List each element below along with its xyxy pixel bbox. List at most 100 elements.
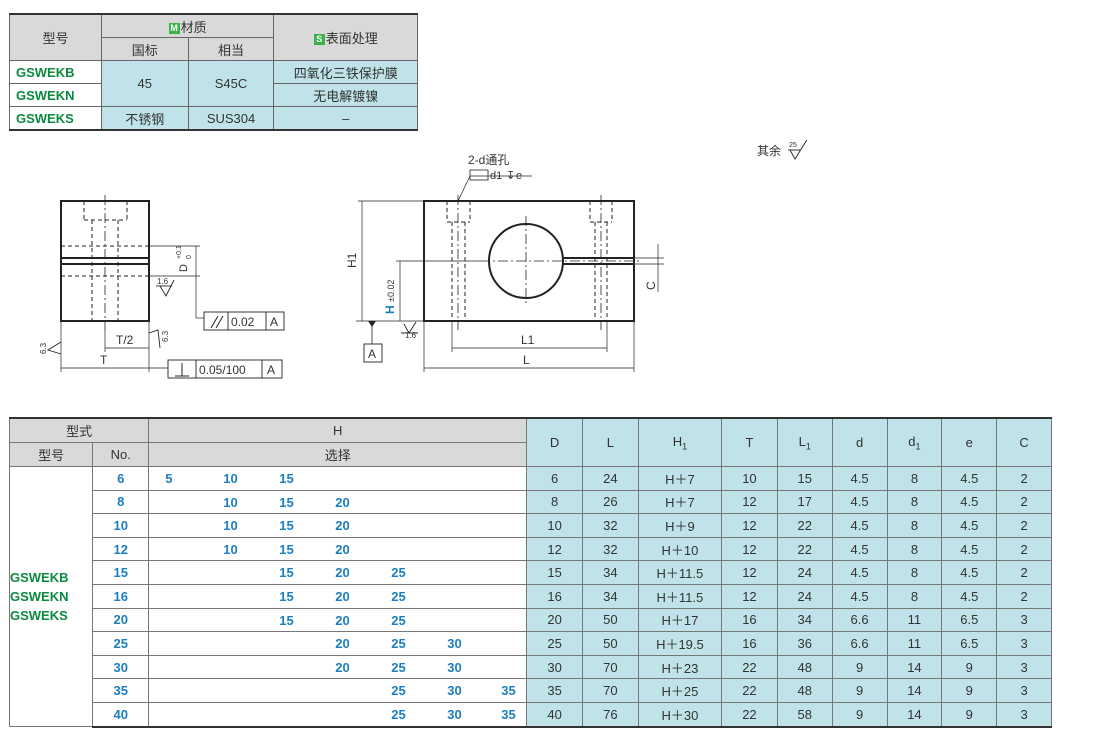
h-option: 20 (335, 659, 350, 675)
spec-h1: H＋17 (637, 607, 723, 633)
technical-drawing: 其余 25 (39, 140, 808, 379)
spec-no: 12 (92, 536, 150, 562)
spec-l1: 58 (776, 701, 833, 728)
spec-no: 16 (92, 583, 150, 609)
mat-row: GSWEKB 45 S45C 四氧化三铁保护膜 (9, 60, 418, 107)
spec-d: 8 (526, 489, 583, 515)
spec-d1: 14 (886, 701, 943, 728)
h-option: 15 (279, 471, 294, 486)
header-d: d (831, 417, 888, 467)
h-option: 25 (391, 683, 406, 699)
spec-e: 4.5 (941, 513, 998, 538)
spec-l1: 48 (776, 654, 833, 680)
spec-no: 40 (92, 701, 150, 728)
spec-l1: 34 (776, 607, 833, 633)
h-option: 25 (391, 612, 406, 628)
dim-D-tol-up: +0.1 (176, 245, 183, 259)
spec-d: 10 (526, 513, 583, 538)
spec-d: 6.6 (831, 631, 888, 656)
spec-c: 3 (996, 654, 1052, 680)
spec-h1: H＋11.5 (637, 560, 723, 585)
dim-H-tol: ±0.02 (386, 280, 396, 302)
spec-t: 10 (721, 466, 778, 491)
spec-t: 12 (721, 489, 778, 515)
spec-d: 12 (526, 536, 583, 562)
spec-d: 35 (526, 678, 583, 703)
mat-row: GSWEKN 无电解镀镍 (9, 83, 418, 107)
spec-d: 40 (526, 701, 583, 728)
spec-d: 9 (831, 678, 888, 703)
spec-l1: 24 (776, 583, 833, 609)
spec-d1: 8 (886, 513, 943, 538)
spec-c: 3 (996, 701, 1052, 728)
roughness-63a: 6.3 (161, 330, 170, 342)
spec-d: 6.6 (831, 607, 888, 633)
h-option: 20 (335, 541, 350, 557)
spec-d: 4.5 (831, 560, 888, 585)
spec-e: 9 (941, 678, 998, 703)
spec-d: 6 (526, 466, 583, 491)
dim-T2: T/2 (116, 333, 134, 347)
spec-e: 4.5 (941, 466, 998, 491)
spec-no: 6 (92, 466, 150, 491)
spec-c: 2 (996, 583, 1052, 609)
mat-surface: – (273, 106, 418, 131)
spec-model: GSWEKS (10, 608, 68, 624)
spec-d1: 14 (886, 678, 943, 703)
h-option: 30 (447, 683, 462, 699)
roughness-symbol-icon (789, 140, 808, 160)
spec-h1: H＋11.5 (637, 583, 723, 609)
spec-h1: H＋19.5 (637, 631, 723, 656)
spec-t: 12 (721, 513, 778, 538)
header-L: L (582, 417, 639, 467)
spec-d1: 11 (886, 607, 943, 633)
spec-d: 4.5 (831, 583, 888, 609)
spec-l1: 24 (776, 560, 833, 585)
spec-d: 9 (831, 654, 888, 680)
header-H: H (148, 417, 528, 443)
mat-header-standard: 国标 (100, 37, 189, 61)
hole-depth: e (516, 170, 522, 182)
spec-e: 4.5 (941, 489, 998, 515)
spec-h1: H＋7 (637, 489, 723, 515)
mat-header-equiv: 相当 (187, 37, 275, 61)
perpendicular-tolerance: 0.05/100 (199, 363, 246, 377)
spec-c: 3 (996, 631, 1052, 656)
mat-model: GSWEKN (9, 83, 102, 107)
parallel-ref: A (270, 315, 278, 329)
spec-l: 50 (582, 607, 639, 633)
dim-L: L (523, 353, 530, 367)
h-option: 25 (391, 659, 406, 675)
mat-equiv: SUS304 (187, 106, 275, 131)
spec-t: 22 (721, 678, 778, 703)
spec-d: 4.5 (831, 513, 888, 538)
header-L1: L1 (776, 417, 833, 467)
header-d1: d1 (886, 417, 943, 467)
mat-model: GSWEKB (9, 60, 102, 84)
dim-T: T (100, 353, 108, 367)
h-option: 30 (447, 706, 462, 722)
header-type: 型式 (8, 417, 150, 443)
spec-e: 4.5 (941, 583, 998, 609)
spec-no: 8 (92, 489, 150, 515)
dim-H1: H1 (345, 252, 359, 268)
dim-D: D (178, 264, 190, 272)
parallel-tolerance: 0.02 (231, 315, 255, 329)
spec-c: 2 (996, 466, 1052, 491)
spec-t: 16 (721, 607, 778, 633)
h-option: 25 (391, 636, 406, 652)
h-option: 10 (223, 494, 238, 510)
roughness-63b: 6.3 (39, 342, 48, 354)
header-model: 型号 (8, 442, 94, 467)
spec-e: 4.5 (941, 560, 998, 585)
header-e: e (941, 417, 998, 467)
spec-no: 20 (92, 607, 150, 633)
